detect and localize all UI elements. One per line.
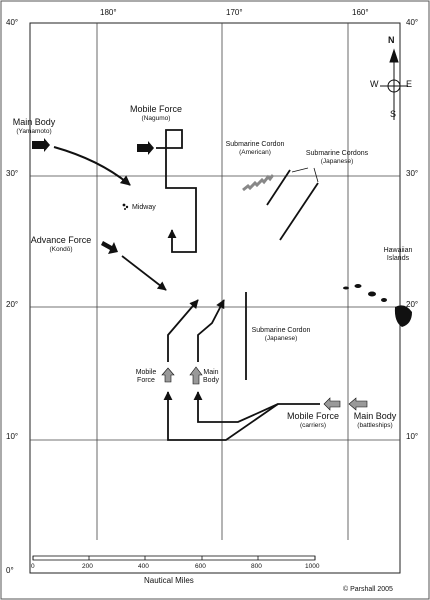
main-body-route-south — [193, 391, 279, 423]
submarine-cordons-japanese — [266, 169, 319, 241]
compass-n: N — [388, 35, 395, 45]
japanese-cordon-pointer-2 — [313, 167, 319, 183]
scale-title: Nautical Miles — [144, 576, 194, 585]
map-border — [29, 22, 401, 574]
mobile-carriers-title: Mobile Force — [286, 411, 340, 421]
mobile-force-carriers-route — [163, 391, 320, 441]
label-submarine-cordons-japanese: Submarine Cordons (Japanese) — [300, 150, 374, 165]
midway-marker — [122, 203, 129, 210]
label-main-body-yamamoto: Main Body (Yamamoto) — [10, 117, 58, 135]
lat-label-40-left: 40° — [6, 18, 19, 27]
scale-label-0: 0 — [31, 563, 35, 570]
main-body-title: Main Body — [12, 117, 56, 127]
copyright: © Parshall 2005 — [343, 586, 393, 593]
hawaiian-line-1: Hawaiian — [383, 247, 413, 254]
advance-force-symbol — [101, 241, 118, 254]
hawaiian-line-2: Islands — [386, 254, 410, 262]
compass-s: S — [390, 109, 397, 119]
main-body-small-symbol — [189, 366, 203, 385]
label-advance-force-kondo: Advance Force (Kondō) — [26, 235, 96, 253]
mobile-small-line-2: Force — [137, 376, 155, 384]
scale-label-600: 600 — [195, 563, 206, 570]
main-body-symbol — [32, 138, 50, 152]
label-mobile-force-carriers: Mobile Force (carriers) — [282, 411, 344, 429]
hawaiian-islands — [343, 284, 412, 327]
advance-force-title: Advance Force — [30, 235, 92, 245]
compass-w: W — [370, 79, 379, 89]
compass-rose — [380, 48, 408, 120]
mobile-force-small-symbol — [161, 367, 175, 383]
sub-cordons-japanese-title: Submarine Cordons — [305, 150, 369, 157]
lat-label-40-right: 40° — [406, 18, 419, 27]
main-body-route — [53, 146, 131, 186]
lat-label-20-left: 20° — [6, 300, 19, 309]
sub-cordon-japanese-south-note: (Japanese) — [264, 334, 298, 342]
label-main-body-small: Main Body — [200, 369, 222, 384]
label-midway: Midway — [132, 204, 156, 211]
lon-label-180: 180° — [100, 8, 117, 17]
lon-label-160: 160° — [352, 8, 369, 17]
scale-label-1000: 1000 — [305, 563, 320, 570]
label-submarine-cordon-japanese-south: Submarine Cordon (Japanese) — [247, 327, 315, 342]
japanese-cordon-pointer-1 — [291, 167, 309, 173]
mobile-force-commander: (Nagumo) — [141, 114, 171, 122]
mobile-force-route — [156, 129, 197, 253]
lon-label-170: 170° — [226, 8, 243, 17]
graticule — [30, 23, 400, 540]
main-small-line-1: Main — [203, 369, 219, 376]
scale-label-200: 200 — [82, 563, 93, 570]
main-battleships-title: Main Body — [353, 411, 397, 421]
sub-cordon-japanese-south-title: Submarine Cordon — [251, 327, 311, 334]
lat-label-30-right: 30° — [406, 169, 419, 178]
lat-label-0-left: 0° — [6, 566, 14, 575]
main-body-battleships-symbol — [348, 397, 368, 411]
sub-cordon-american-title: Submarine Cordon — [225, 141, 285, 148]
main-small-line-2: Body — [203, 376, 219, 384]
mobile-force-title: Mobile Force — [129, 104, 183, 114]
mobile-small-line-1: Mobile — [135, 369, 157, 376]
scale-bar — [32, 555, 316, 561]
mobile-carriers-note: (carriers) — [300, 421, 326, 429]
label-mobile-force-nagumo: Mobile Force (Nagumo) — [124, 104, 188, 122]
lat-label-30-left: 30° — [6, 169, 19, 178]
label-main-body-battleships: Main Body (battleships) — [348, 411, 402, 429]
scale-label-400: 400 — [138, 563, 149, 570]
label-submarine-cordon-american: Submarine Cordon (American) — [222, 141, 288, 156]
mobile-force-carriers-symbol — [323, 397, 341, 411]
lat-label-10-left: 10° — [6, 432, 19, 441]
compass-e: E — [406, 79, 413, 89]
scale-label-800: 800 — [251, 563, 262, 570]
label-hawaiian-islands: Hawaiian Islands — [378, 247, 418, 262]
advance-force-route — [121, 255, 167, 291]
mobile-force-symbol — [137, 141, 154, 155]
lat-label-10-right: 10° — [406, 432, 419, 441]
sub-cordons-japanese-note: (Japanese) — [320, 157, 354, 165]
mobile-force-approach-route — [167, 299, 199, 362]
main-battleships-note: (battleships) — [357, 421, 393, 429]
advance-force-commander: (Kondō) — [49, 245, 73, 253]
lat-label-20-right: 20° — [406, 300, 419, 309]
sub-cordon-american-note: (American) — [239, 148, 271, 156]
main-body-commander: (Yamamoto) — [16, 127, 52, 135]
submarine-cordon-american — [242, 174, 275, 192]
label-mobile-force-small: Mobile Force — [132, 369, 160, 384]
main-body-approach-route — [197, 299, 225, 362]
